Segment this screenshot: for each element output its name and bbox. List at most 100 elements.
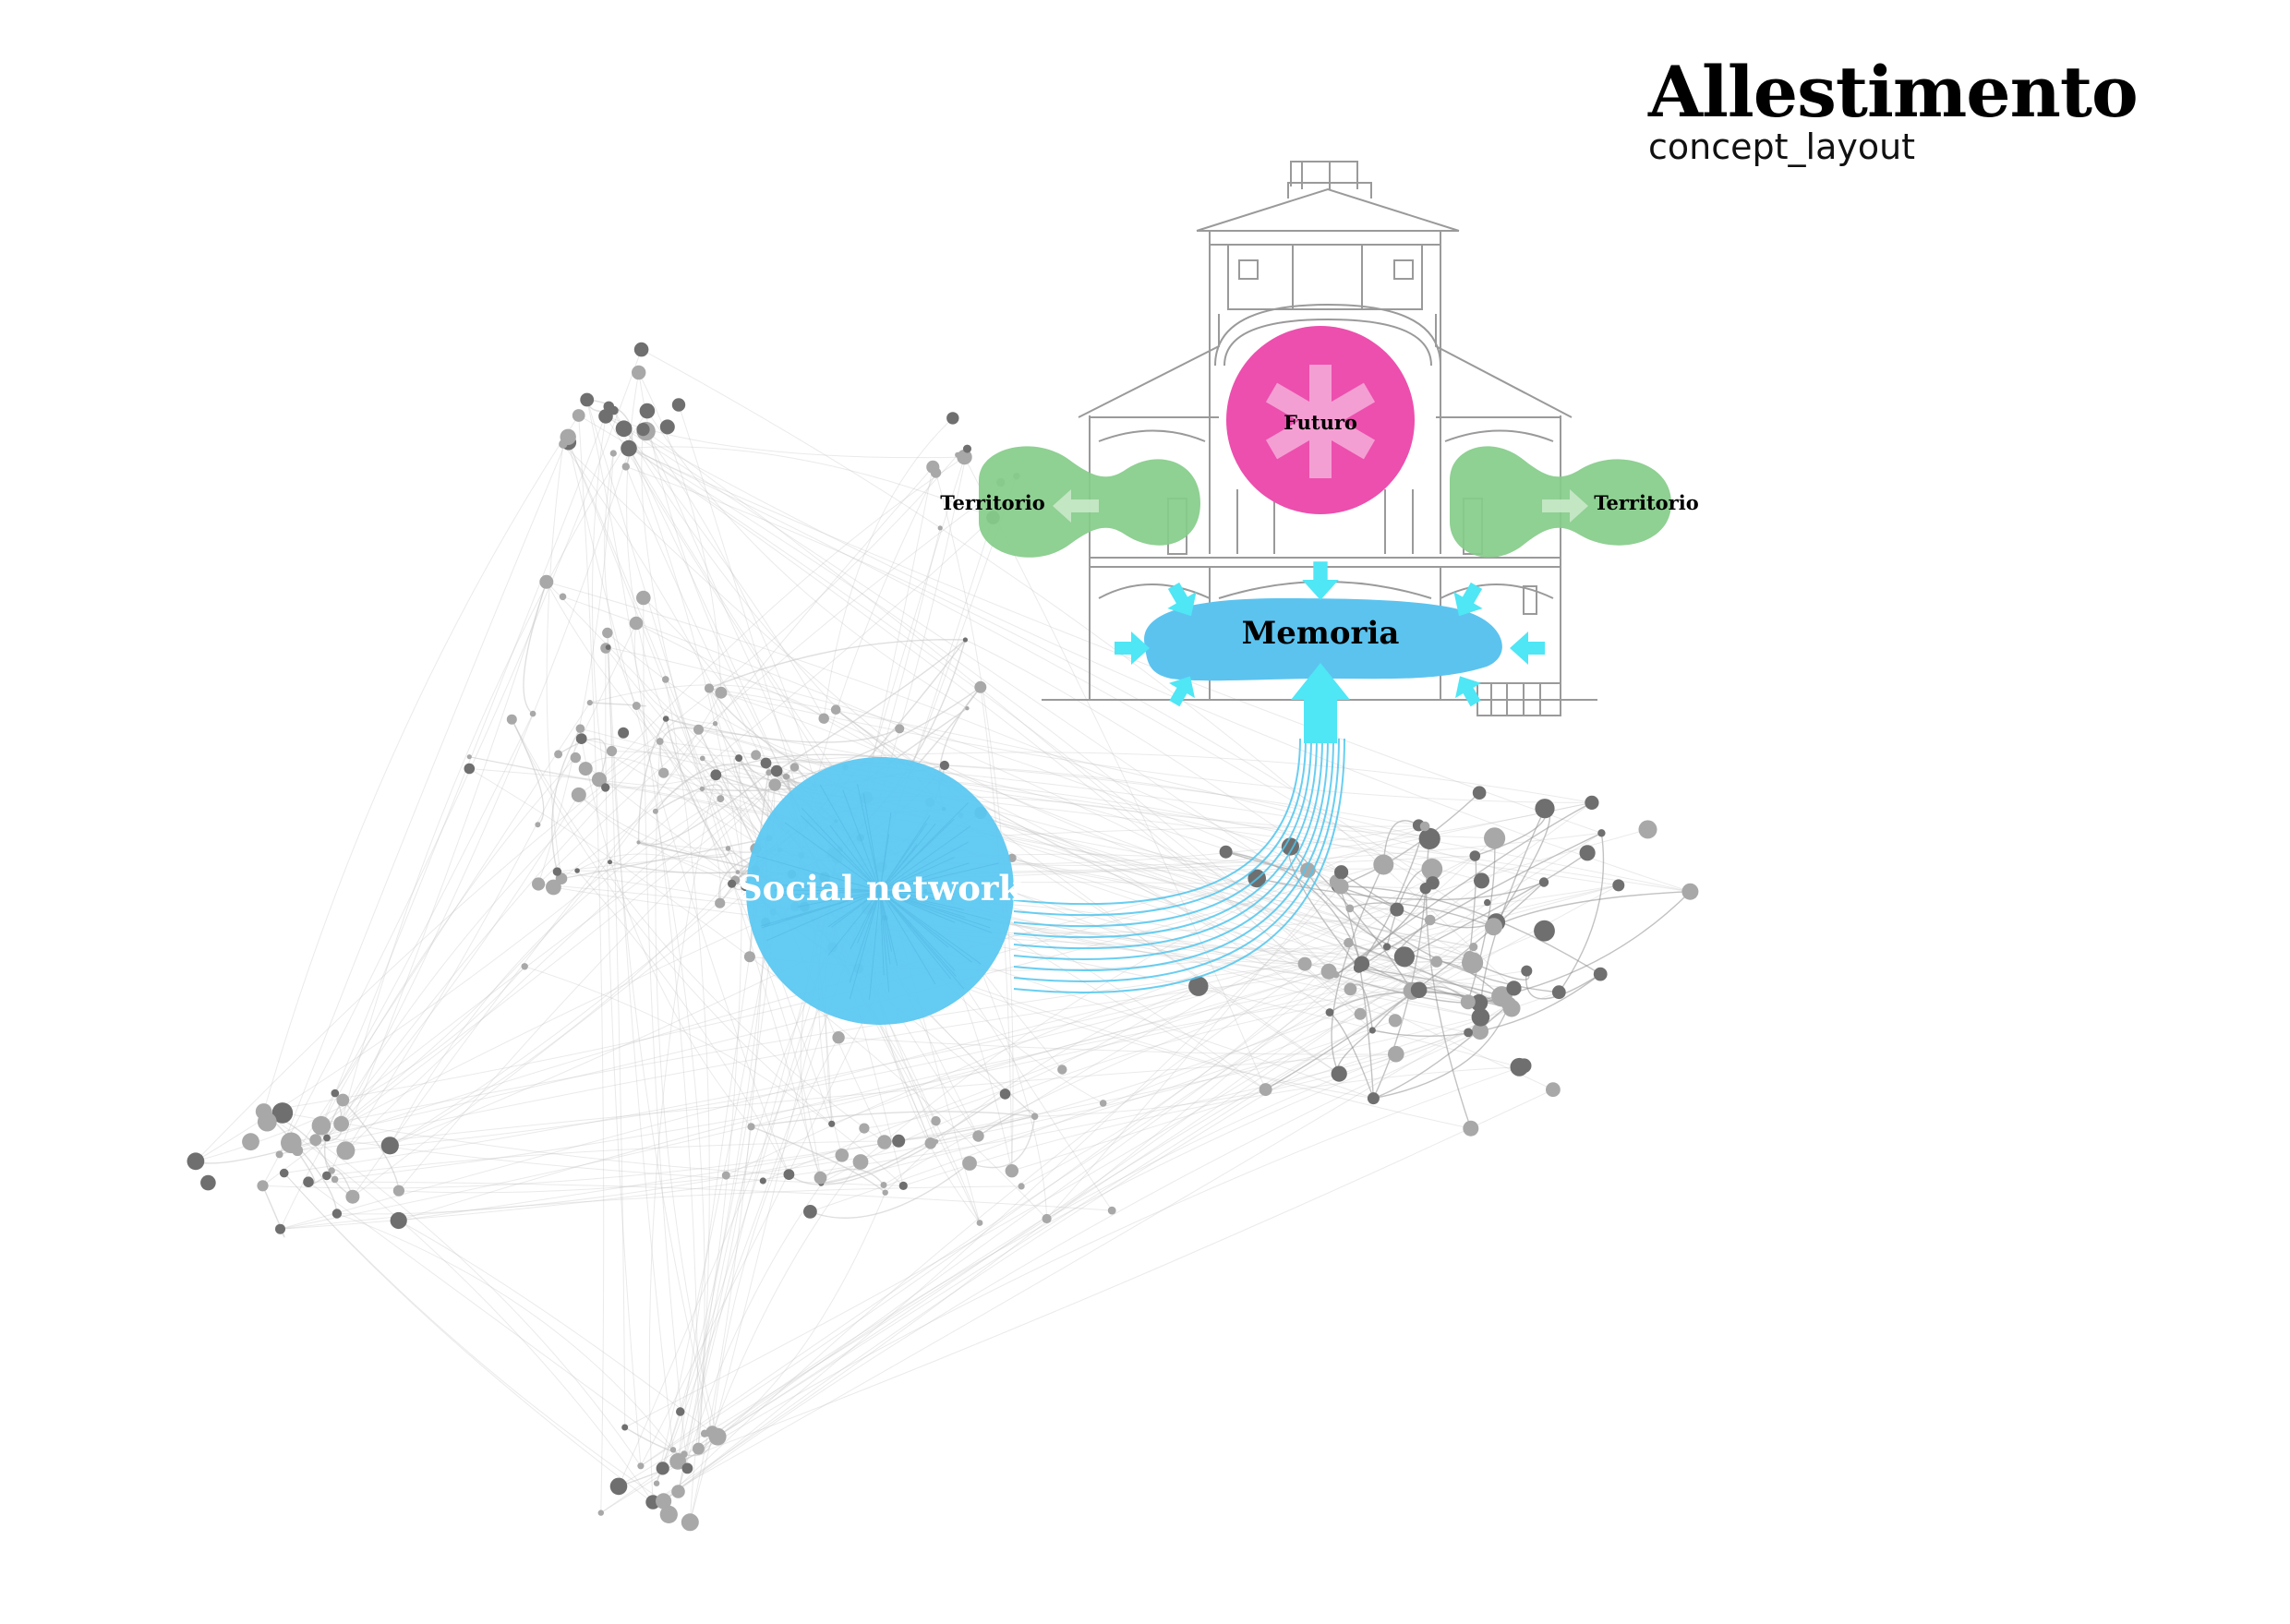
network-node [1353, 962, 1365, 973]
arrow-icon [1115, 632, 1150, 665]
network-node [506, 714, 517, 725]
network-edge [640, 832, 1602, 1467]
network-edge [341, 692, 722, 1125]
network-node [1469, 943, 1478, 952]
arrow-icon [1453, 582, 1483, 617]
network-edge [678, 758, 742, 1492]
network-node [292, 1145, 304, 1157]
hub-line [869, 890, 881, 1000]
network-edge [659, 727, 699, 774]
network-edge [978, 855, 1476, 1137]
network-node [572, 409, 585, 422]
network-edge [562, 595, 1349, 944]
network-node [559, 593, 567, 601]
hub-line [879, 890, 991, 929]
network-node [710, 769, 722, 781]
network-node [963, 444, 971, 453]
network-edge [659, 740, 1691, 893]
network-edge [662, 517, 994, 1469]
network-edge [751, 1125, 886, 1194]
network-edge [751, 1111, 1035, 1127]
network-edge [326, 1140, 899, 1176]
network-edge [576, 853, 736, 881]
network-edge [1467, 891, 1691, 1003]
network-node [830, 704, 841, 715]
network-node [629, 616, 644, 631]
network-edge [511, 718, 545, 825]
network-node [658, 767, 669, 778]
network-node [309, 1134, 322, 1147]
network-node [1018, 1183, 1025, 1190]
network-node [659, 1505, 678, 1523]
network-node [331, 1209, 343, 1219]
hub-line [879, 825, 971, 892]
network-node [546, 879, 561, 896]
network-edge [624, 921, 1497, 1428]
network-edge [315, 1139, 642, 1467]
network-edge [324, 1100, 354, 1197]
network-edge [831, 964, 1471, 1125]
network-edge [635, 705, 721, 904]
network-node [532, 877, 546, 891]
network-node [1354, 1007, 1367, 1020]
hub-line [856, 890, 881, 944]
flow-line [1013, 738, 1323, 950]
memoria-label: Memoria [1242, 615, 1400, 652]
network-node [699, 786, 705, 792]
network-edge [708, 639, 966, 690]
network-edge [835, 709, 1330, 972]
network-edge [626, 372, 667, 719]
network-node [1579, 845, 1596, 861]
network-edge [698, 956, 1470, 1450]
network-node [783, 1169, 795, 1180]
network-node [552, 867, 562, 876]
territorio-right-label: Territorio [1594, 491, 1698, 514]
network-node [597, 1510, 604, 1516]
network-node [715, 686, 728, 699]
network-edge [279, 437, 569, 1155]
page-title: Allestimento [1648, 51, 2139, 133]
network-edge [618, 882, 1545, 1487]
network-node [529, 710, 536, 717]
network-edge [810, 961, 1438, 1212]
network-edge [969, 1116, 1036, 1169]
arrow-icon [1302, 561, 1339, 600]
network-node [602, 627, 613, 639]
network-edge [604, 452, 637, 706]
network-edge [708, 688, 1545, 883]
network-edge [944, 764, 1426, 827]
arrow-icon [1167, 582, 1197, 617]
network-node [974, 680, 987, 693]
network-edge [677, 1089, 1554, 1462]
network-edge [398, 1017, 1481, 1221]
network-node [747, 1123, 755, 1131]
network-node [1334, 865, 1349, 880]
network-node [892, 1134, 906, 1148]
network-node [704, 683, 715, 693]
network-edge [307, 1181, 1113, 1211]
network-node [521, 963, 528, 970]
network-node [1345, 904, 1355, 913]
hub-line [857, 783, 881, 892]
network-node [609, 1477, 628, 1496]
network-node [636, 590, 651, 606]
hub-line [879, 890, 956, 923]
network-edge [1331, 864, 1384, 1075]
network-node [1585, 795, 1599, 811]
hub-line [879, 890, 885, 976]
network-edge [511, 718, 833, 1125]
hub-line [842, 789, 881, 892]
network-edge [1348, 942, 1513, 1009]
network-node [1390, 902, 1404, 917]
network-edge [341, 410, 648, 1125]
network-edge [195, 966, 525, 1162]
network-edge [810, 1162, 970, 1219]
network-edge [1257, 877, 1545, 901]
network-edge [1558, 833, 1605, 993]
network-edge [689, 946, 834, 1522]
title-block: Allestimento concept_layout [1648, 51, 2139, 165]
network-node [311, 1115, 331, 1136]
network-node [1460, 994, 1476, 1010]
network-edge [283, 1173, 664, 1502]
